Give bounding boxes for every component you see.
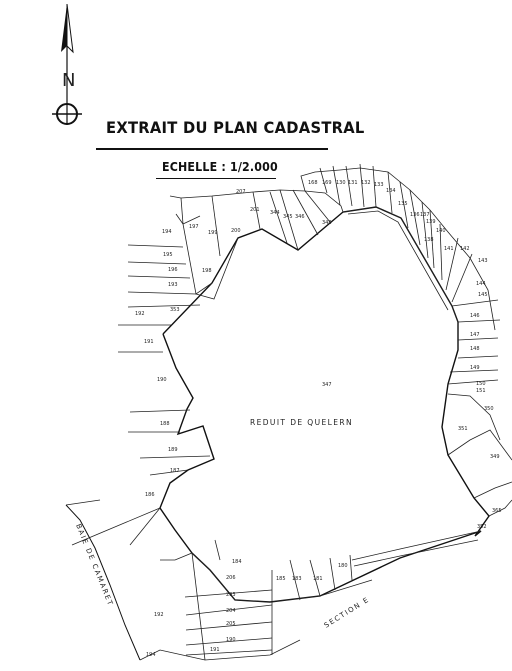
parcel-345: 350 (484, 406, 494, 412)
parcel-137: 137 (420, 212, 430, 218)
parcel-181: 191 (210, 647, 220, 653)
parcel-149: 149 (470, 365, 480, 371)
parcel-147: 147 (470, 332, 480, 338)
parcel-136: 136 (410, 212, 420, 218)
main-parcel-outline (159, 206, 490, 603)
parcel-135: 135 (398, 201, 408, 207)
parcel-180: 190 (226, 637, 236, 643)
parcel-179: 206 (226, 575, 236, 581)
parcel-177: 204 (226, 608, 236, 614)
parcel-139: 139 (426, 219, 436, 225)
parcel-186: 186 (145, 492, 155, 498)
parcel-188: 188 (160, 421, 170, 427)
parcel-196: 196 (168, 267, 178, 273)
parcel-344: 349 (490, 454, 500, 460)
parcel-174: 184 (232, 559, 242, 565)
parcel-200: 200 (231, 228, 241, 234)
parcel-198: 198 (202, 268, 212, 274)
parcel-189: 189 (168, 447, 178, 453)
parcel-184: 194 (146, 652, 156, 658)
parcel-131: 131 (348, 180, 358, 186)
parcel-182: 192 (154, 612, 164, 618)
parcel-349: 353 (170, 307, 180, 313)
main-parcel-name: REDUIT DE QUELERN (250, 418, 353, 427)
parcel-197: 197 (189, 224, 199, 230)
parcel-204: 345 (283, 214, 293, 220)
north-arrow: N (52, 3, 82, 125)
parcel-207: 207 (236, 189, 246, 195)
parcel-142: 142 (460, 246, 470, 252)
parcel-169: 169 (322, 180, 332, 186)
parcel-133: 133 (374, 182, 384, 188)
parcel-170: 180 (338, 563, 348, 569)
parcel-145: 145 (478, 292, 488, 298)
parcel-346: 351 (458, 426, 468, 432)
parcel-206: 348 (322, 220, 332, 226)
parcel-173: 183 (292, 576, 302, 582)
parcel-194: 194 (162, 229, 172, 235)
parcel-348: 352 (477, 524, 487, 530)
parcel-132: 132 (361, 180, 371, 186)
scale-label: ECHELLE : 1/2.000 (162, 160, 278, 174)
parcel-193: 193 (168, 282, 178, 288)
parcel-178: 205 (226, 621, 236, 627)
parcel-187: 187 (170, 468, 180, 474)
parcel-168: 168 (308, 180, 318, 186)
section-label: SECTION E (323, 595, 371, 629)
parcel-143: 143 (478, 258, 488, 264)
parcel-205: 346 (295, 214, 305, 220)
parcel-195: 195 (163, 252, 173, 258)
parcel-190: 190 (157, 377, 167, 383)
main-parcel-number: 347 (322, 382, 332, 388)
north-letter: N (62, 70, 75, 91)
parcel-175: 185 (276, 576, 286, 582)
parcel-144: 144 (476, 281, 486, 287)
title-underline (96, 148, 328, 150)
coastline (65, 504, 141, 661)
parcel-191: 191 (144, 339, 154, 345)
parcel-171: 181 (313, 576, 323, 582)
parcel-199: 199 (208, 230, 218, 236)
parcel-labels: 207 201 200 199 197 198 194 195 196 193 … (135, 180, 502, 658)
parcel-146: 146 (470, 313, 480, 319)
map-title: EXTRAIT DU PLAN CADASTRAL (106, 118, 365, 137)
parcel-138: 138 (424, 237, 434, 243)
scale-underline (156, 178, 276, 179)
parcel-130: 130 (336, 180, 346, 186)
parcel-148: 148 (470, 346, 480, 352)
parcel-134: 134 (386, 188, 396, 194)
parcel-151: 151 (476, 388, 486, 394)
parcel-176: 203 (226, 592, 236, 598)
parcel-boundaries (65, 163, 512, 661)
parcel-140: 140 (436, 228, 446, 234)
parcel-362: 365 (492, 508, 502, 514)
parcel-150: 150 (476, 381, 486, 387)
parcel-192: 192 (135, 311, 145, 317)
parcel-141: 141 (444, 246, 454, 252)
parcel-201: 201 (250, 207, 260, 213)
parcel-203: 344 (270, 210, 280, 216)
